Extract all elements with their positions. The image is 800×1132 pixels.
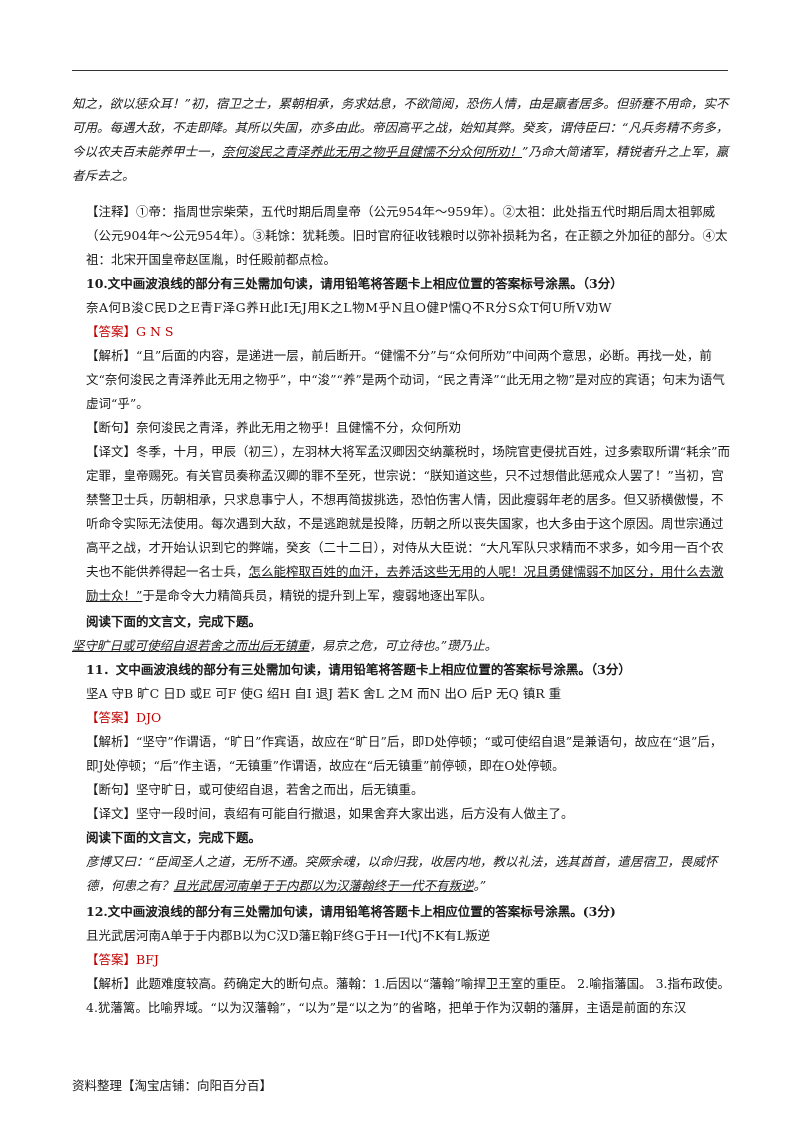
q10-translation-c: 于是命令大力精简兵员，精锐的提升到上军，瘦弱地逐出军队。: [142, 588, 493, 603]
q12-answer-label: 【答案】: [86, 952, 137, 967]
q10-duanju: 【断句】奈何浚民之青泽，养此无用之物乎！且健懦不分，众何所劝: [86, 420, 462, 435]
passage-1-text: 知之，欲以惩众耳！”初，宿卫之士，累朝相承，务求姑息，不欲简阅，恐伤人情，由是羸…: [72, 92, 732, 188]
q12-answer: 【答案】BFJ: [72, 948, 732, 972]
q11-answer-label: 【答案】: [86, 710, 137, 725]
passage-2-wavy: 坚守旷日或可使绍自退若舍之而出后无镇重: [72, 638, 310, 653]
passage-3-a: 彦博又曰：“臣闻圣人之道，无所不通。突厥余魂，以命归我，收居内地，教以礼法，选其…: [86, 854, 718, 893]
read-prompt-2-text: 阅读下面的文言文，完成下题。: [86, 830, 262, 845]
q11-title: 11．文中画波浪线的部分有三处需加句读，请用铅笔将答题卡上相应位置的答案标号涂黑…: [86, 662, 631, 677]
q11-duanju: 【断句】坚守旷日，或可使绍自退，若舍之而出，后无镇重。: [86, 782, 424, 797]
q12-options: 且光武居河南A单于于内郡B以为C汉D藩E翰F终G于H一I代J不K有L叛逆: [86, 928, 491, 943]
q10-options: 奈A何B浚C民D之E青F泽G养H此I无J用K之L物M乎N且O健P懦Q不R分S众T…: [86, 300, 612, 315]
q12-answer-value: BFJ: [136, 952, 159, 967]
q10-analysis: 【解析】“且”后面的内容，是递进一层，前后断开。“健懦不分”与“众何所劝”中间两…: [86, 348, 725, 411]
q11-analysis: 【解析】“坚守”作谓语，“旷日”作宾语，故应在“旷日”后，即D处停顿；“或可使绍…: [86, 734, 723, 773]
q10-answer-label: 【答案】: [86, 324, 137, 339]
passage-1-wavy: 奈何浚民之青泽养此无用之物乎且健懦不分众何所劝！: [222, 144, 523, 159]
q10-answer: 【答案】G N S: [72, 320, 732, 344]
q11-options: 坚A 守B 旷C 日D 或E 可F 使G 绍H 自I 退J 若K 舍L 之M 而…: [86, 686, 562, 701]
q11-translation: 【译文】坚守一段时间，袁绍有可能自行撤退，如果舍弃大家出逃，后方没有人做主了。: [86, 806, 574, 821]
q12-title: 12.文中画波浪线的部分有三处需加句读，请用铅笔将答题卡上相应位置的答案标号涂黑…: [86, 904, 616, 919]
q10-title: 10.文中画波浪线的部分有三处需加句读，请用铅笔将答题卡上相应位置的答案标号涂黑…: [86, 276, 623, 291]
passage-3-c: 。”: [473, 878, 487, 893]
passage-1-a: 知之，欲以惩众耳！”初，宿卫之士，累朝相承，务求姑息，不欲简阅，恐伤人情，由是羸…: [72, 96, 729, 159]
passage-1-c: ”乃命大简诸军，精锐者升之上军，羸者斥去之。: [72, 144, 729, 183]
passage-3-wavy: 且光武居河南单于于内郡以为汉藩翰终于一代不有叛逆: [173, 878, 474, 893]
q10-translation-underlined: 怎么能榨取百姓的血汗，去养活这些无用的人呢！况且勇健懦弱不加区分，用什么去激励士…: [86, 564, 724, 603]
passage-3: 彦博又曰：“臣闻圣人之道，无所不通。突厥余魂，以命归我，收居内地，教以礼法，选其…: [72, 850, 732, 898]
header-rule: [72, 70, 728, 71]
q10-translation: 【译文】冬季，十月，甲辰（初三），左羽林大将军孟汉卿因交纳藁税时，场院官吏侵扰百…: [72, 440, 732, 608]
read-prompt-1: 阅读下面的文言文，完成下题。 坚守旷日或可使绍自退若舍之而出后无镇重，易京之危，…: [72, 610, 732, 658]
q11-block: 11．文中画波浪线的部分有三处需加句读，请用铅笔将答题卡上相应位置的答案标号涂黑…: [72, 658, 732, 826]
q11-answer: 【答案】DJO: [72, 706, 732, 730]
note-block: 【注释】①帝：指周世宗柴荣，五代时期后周皇帝（公元954年～959年）。②太祖：…: [72, 200, 732, 272]
q12-analysis: 【解析】此题难度较高。药确定大的断句点。藩翰：1.后因以“藩翰”喻捍卫王室的重臣…: [86, 976, 731, 1015]
passage-2: 坚守旷日或可使绍自退若舍之而出后无镇重，易京之危，可立待也。”瓒乃止。: [72, 634, 732, 658]
q11-answer-value: DJO: [136, 710, 162, 725]
passage-1: 知之，欲以惩众耳！”初，宿卫之士，累朝相承，务求姑息，不欲简阅，恐伤人情，由是羸…: [72, 92, 732, 188]
page-footer: 资料整理【淘宝店铺：向阳百分百】: [72, 1078, 273, 1093]
q10-translation-a: 【译文】冬季，十月，甲辰（初三），左羽林大将军孟汉卿因交纳藁税时，场院官吏侵扰百…: [86, 444, 731, 579]
passage-2-rest: ，易京之危，可立待也。”瓒乃止。: [309, 638, 498, 653]
read-prompt-2: 阅读下面的文言文，完成下题。 彦博又曰：“臣闻圣人之道，无所不通。突厥余魂，以命…: [72, 826, 732, 898]
q12-block: 12.文中画波浪线的部分有三处需加句读，请用铅笔将答题卡上相应位置的答案标号涂黑…: [72, 900, 732, 1020]
read-prompt-1-text: 阅读下面的文言文，完成下题。: [86, 614, 262, 629]
q10-answer-value: G N S: [136, 324, 174, 339]
note-text: 【注释】①帝：指周世宗柴荣，五代时期后周皇帝（公元954年～959年）。②太祖：…: [86, 204, 728, 267]
q10-block: 10.文中画波浪线的部分有三处需加句读，请用铅笔将答题卡上相应位置的答案标号涂黑…: [72, 272, 732, 608]
